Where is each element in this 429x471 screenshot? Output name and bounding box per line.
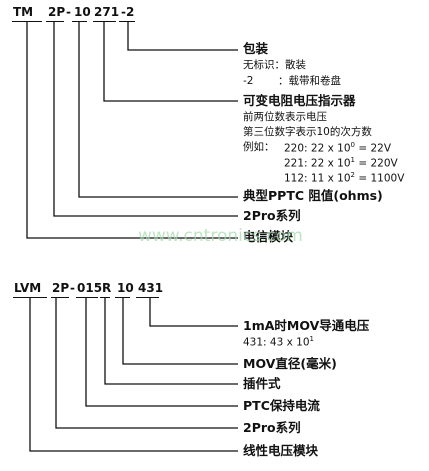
code-underline (51, 297, 69, 298)
connector-mov-voltage (149, 298, 238, 327)
ptc-hold-current-label: PTC保持电流 (243, 398, 320, 413)
connector-ptc (85, 298, 238, 407)
watermark: www.cntronics.com (138, 226, 303, 246)
code-underline (72, 21, 87, 22)
voltage-example-3: 112: 11 x 102 = 1100V (284, 171, 405, 185)
voltage-title: 可变电阻电压指示器 (243, 93, 356, 108)
telecom-module-label: 电信模块 (243, 229, 294, 244)
packaging-title: 包装 (243, 41, 269, 56)
mov-diameter-label: MOV直径(毫米) (243, 356, 337, 371)
code-underline (13, 297, 47, 298)
code-underline (76, 297, 98, 298)
packaging-reel-code: -2 (243, 75, 254, 87)
series-label: 2Pro系列 (243, 208, 301, 223)
voltage-example-prefix: 例如： (243, 141, 275, 153)
code-2p-2: 2P (52, 281, 70, 295)
code-10: 10 (74, 5, 91, 19)
code-underline (46, 21, 64, 22)
packaging-bulk: 无标识：散装 (243, 59, 306, 71)
code-2p: 2P (48, 5, 66, 19)
voltage-desc-2: 第三位数字表示10的次方数 (243, 126, 372, 138)
code-underline (93, 21, 116, 22)
voltage-desc-1: 前两位数表示电压 (243, 111, 327, 123)
code-10-2: 10 (117, 281, 134, 295)
voltage-example-1: 220: 22 x 100 = 22V (284, 141, 392, 155)
connector-series (53, 22, 238, 217)
code-underline (12, 21, 42, 22)
code-dash: - (66, 5, 71, 19)
connector-ppt (78, 22, 238, 198)
voltage-example-2: 221: 22 x 101 = 220V (284, 156, 398, 170)
connector-module (26, 22, 238, 239)
mov-voltage-example: 431: 43 x 101 (243, 335, 314, 349)
code-underline (136, 297, 159, 298)
code-lvm: LVM (14, 281, 42, 295)
code-271: 271 (94, 5, 120, 19)
connector-diameter (122, 298, 238, 365)
code-underline (119, 21, 135, 22)
connector-module-2 (29, 298, 238, 452)
code-underline (100, 297, 110, 298)
mov-voltage-title: 1mA时MOV导通电压 (243, 318, 370, 333)
series-label-2: 2Pro系列 (243, 420, 301, 435)
plug-in-label: 插件式 (243, 376, 281, 391)
code-015: 015 (77, 281, 103, 295)
code-underline (115, 297, 130, 298)
code-tm: TM (13, 5, 34, 19)
code-dash-2: - (70, 281, 75, 295)
linear-voltage-module-label: 线性电压模块 (243, 443, 319, 458)
code-r: R (102, 281, 112, 295)
connector-voltage (103, 22, 238, 102)
code-suffix: -2 (121, 5, 135, 19)
packaging-reel-text: ：载带和卷盘 (278, 75, 341, 87)
ppt-resistance-label: 典型PPTC 阻值(ohms) (243, 188, 383, 203)
connector-series-2 (55, 298, 238, 429)
connector-packaging (127, 22, 238, 51)
connector-plug (104, 298, 238, 385)
code-431: 431 (138, 281, 164, 295)
